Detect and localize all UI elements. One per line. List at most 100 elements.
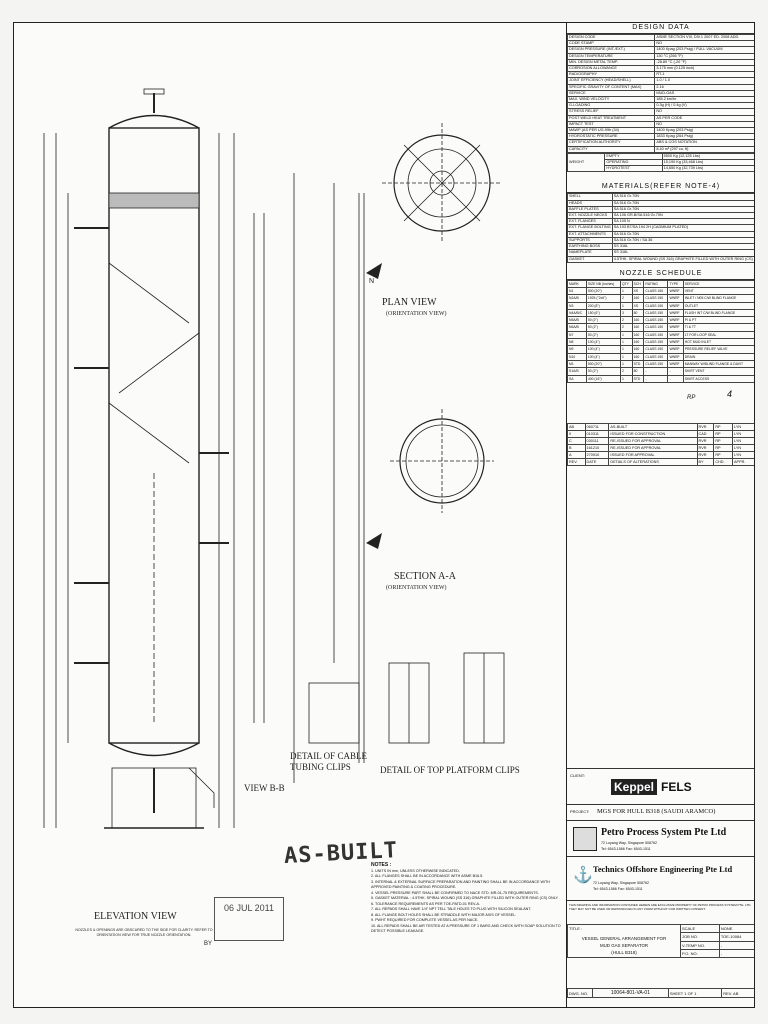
nozzle-row-cell: N9 (567, 345, 587, 354)
nozzle-row-cell: XS (631, 286, 645, 296)
nozzle-row-cell: 160 (631, 345, 645, 354)
revision-row-cell: LYN (732, 422, 754, 431)
nozzle-row-cell: 160 (631, 352, 645, 361)
design-data-row-cell: SPECIFIC GRAVITY OF CONTENT (MAX) (566, 83, 656, 91)
design-data-row-cell: POST WELD HEAT TREATMENT (566, 114, 656, 122)
nozzle-row-cell: 500 (20") (585, 286, 621, 296)
confidential-note: THIS DRAWING AND INFORMATION CONTAINED H… (567, 900, 754, 929)
nozzle-row-cell: 80 (631, 367, 645, 376)
notes-title: NOTES : (371, 862, 392, 868)
design-data-row: DESIGN PRESSURE (INT./EXT.)1400 Kpag (20… (566, 46, 754, 54)
nozzle-row-cell: 160 (631, 316, 645, 325)
revision-row-cell: RP (713, 429, 734, 438)
note-item: 9. PWHT REQUIRED FOR COMPLETE VESSEL AS … (371, 918, 479, 922)
nozzle-row-cell: M1 (567, 359, 587, 369)
nozzle-header-cell: SERVICE (682, 279, 754, 289)
nozzle-row-cell: N3 (567, 301, 587, 310)
design-data-row-cell: MUD-GAS (654, 89, 754, 98)
revision-row-cell: A (567, 450, 586, 459)
scale-value: NONE (718, 923, 754, 934)
revision-header-cell: DETAILS OF ALTERATIONS (608, 457, 698, 466)
date-stamp: 06 JUL 2011 (214, 897, 284, 941)
nozzle-row-cell: CLASS 150 (643, 330, 669, 340)
revision-row-cell: RP (713, 422, 734, 431)
material-row-cell: EXT. FLANGE BOLTING (567, 224, 613, 232)
nozzle-row-cell: 160 (631, 294, 645, 303)
nozzle-row-cell: 200 (8") (585, 301, 621, 310)
revision-row-cell: RP (713, 436, 734, 445)
revision-row-cell: AB (567, 422, 586, 431)
nozzle-row-cell: WNRF (667, 330, 684, 340)
revision-row-cell: LYN (732, 436, 754, 445)
design-data-row-cell: 185.2 km/hr (654, 96, 754, 104)
revision-header-cell: BY (696, 457, 715, 466)
company1-block: Petro Process System Pte Ltd 72 Loyang W… (567, 820, 754, 857)
nozzle-row-cell: CLASS 150 (643, 323, 669, 332)
nozzle-row-cell: CLASS 150 (643, 338, 669, 347)
client-label: CLIENT: (570, 773, 585, 778)
elevation-note: NOZZLES & OPENINGS ARE OBSCURED TO THE S… (75, 928, 213, 937)
revision-row-cell: RE-ISSUED FOR APPROVAL (608, 436, 698, 445)
revision-row-cell: RVR (696, 422, 715, 431)
nozzle-row-cell: 1 (619, 359, 633, 369)
nozzle-row-cell: 80 (631, 308, 645, 318)
revision-row-cell: LYN (732, 450, 754, 459)
client-block: CLIENT: Keppel FELS (567, 768, 754, 805)
design-data-row-cell: RADIOGRAPHY (566, 71, 656, 79)
nozzle-row-cell: DRAIN (682, 352, 754, 361)
nozzle-row-cell: WNRF (667, 352, 684, 361)
project-name: MGS FOR HULL B318 (SAUDI ARAMCO) (597, 808, 716, 815)
company1-tel: Tel: 6543-1566 Fax: 6543-1511 (601, 847, 651, 851)
weight-label: WEIGHT (566, 152, 606, 173)
sheet-number: SHEET 1 OF 1 (667, 988, 723, 998)
design-data-row-cell: DESIGN TEMPERATURE (566, 52, 656, 60)
design-data-row-cell: NO (654, 108, 754, 116)
nozzle-row-cell: CLASS 150 (643, 345, 669, 354)
materials-title: MATERIALS(REFER NOTE-4) (567, 182, 754, 194)
revision-row-cell: 010311 (584, 429, 610, 438)
nozzle-row-cell: CLASS 150 (643, 286, 669, 296)
by-label: BY (204, 941, 213, 947)
nozzle-row-cell: 2 (619, 367, 633, 376)
revision-row-cell: 161210 (584, 443, 610, 452)
nozzle-header-cell: MARK (567, 279, 587, 289)
design-data-row-cell: AS PER CODE (654, 114, 754, 122)
nozzle-row-cell: VENT (682, 286, 754, 296)
company2-address: 72 Loyang Way, Singapore 508762 (593, 881, 649, 885)
design-data-row-cell: MAWP (AS PER UG-99b (34) (566, 127, 656, 135)
nozzle-row-cell: 50 (2") (585, 367, 621, 376)
design-data-row-cell: 3.175 mm (0.125 inch) (654, 64, 754, 73)
nozzle-row-cell: CLASS 150 (643, 359, 669, 369)
tag-label: V-TEMP NO. (680, 940, 720, 950)
drawing-title-line: (HULL B318) (611, 950, 637, 955)
revision-row-cell: LYN (732, 443, 754, 452)
nozzle-row-cell: SKIRT ACCESS (682, 374, 754, 383)
nozzle-row-cell: INLET / N05 C/W BLIND FLANGE (682, 294, 754, 303)
nozzle-row-cell: PI & PT (682, 316, 754, 325)
nozzle-row-cell: 500 (20") (585, 359, 621, 369)
nozzle-row-cell: - (643, 367, 669, 376)
nozzle-schedule-title: NOZZLE SCHEDULE (567, 269, 754, 280)
scale-label: SCALE (680, 923, 720, 934)
material-row-cell: 4.5THK. SPIRAL WOUND (SS 316) GRAPHITE F… (611, 255, 754, 263)
note-item: 7. ALL REPADS SHALL HAVE 1/4" NPT TELL T… (371, 907, 532, 911)
nozzle-row-cell: 100 (4") (585, 338, 621, 347)
revision-spacer: RP 4 (567, 383, 754, 423)
dwg-label: DWG. NO. (567, 988, 593, 998)
nozzle-row-cell: N8 (567, 338, 587, 347)
nozzle-row-cell: CLASS 150 (643, 294, 669, 303)
